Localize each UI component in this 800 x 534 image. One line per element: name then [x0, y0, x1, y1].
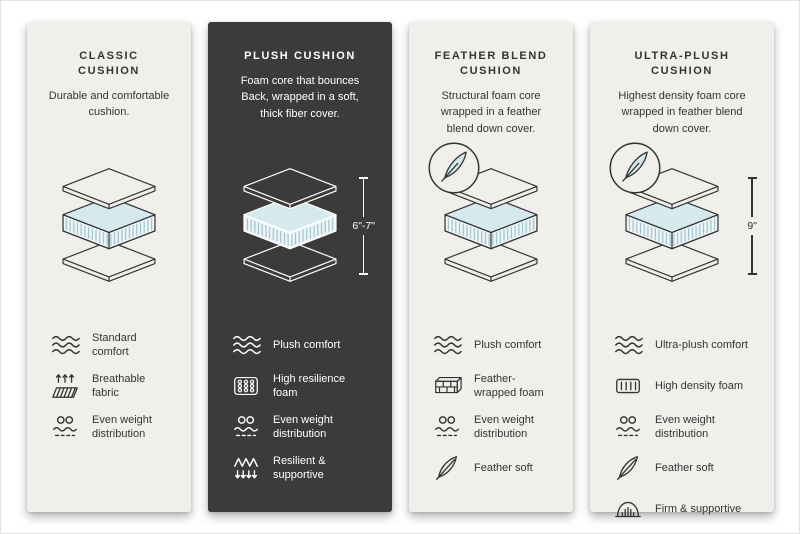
measure-tick-top: [747, 177, 757, 179]
breathable-fabric-icon: [50, 371, 80, 401]
feature-item: Even weight distribution: [231, 412, 373, 442]
feature-item: Plush comfort: [231, 330, 373, 360]
foam-bricks-icon: [432, 371, 462, 401]
measure-tick-top: [359, 177, 369, 179]
feature-item: Resilient & supportive: [231, 453, 373, 483]
feature-label: Breathable fabric: [92, 372, 146, 399]
feature-label: Feather-wrapped foam: [474, 372, 544, 399]
feature-list: Ultra-plush comfort High density foam Ev…: [609, 330, 755, 524]
card-header: PLUSH CUSHION Foam core that bounces Bac…: [227, 46, 373, 138]
cushion-layers-icon: [46, 167, 172, 286]
feature-label: Even weight distribution: [474, 413, 534, 440]
feature-label: Even weight distribution: [273, 413, 333, 440]
feature-item: Even weight distribution: [432, 412, 554, 442]
even-weight-icon: [50, 412, 80, 442]
feature-label: High density foam: [655, 379, 744, 392]
feature-label: Even weight distribution: [92, 413, 152, 440]
card-title: PLUSH CUSHION: [244, 50, 356, 62]
card-plush-cushion: PLUSH CUSHION Foam core that bounces Bac…: [208, 22, 392, 512]
waves-icon: [613, 330, 643, 360]
even-weight-icon: [613, 412, 643, 442]
measure-label: 9": [747, 220, 757, 232]
card-description: Highest density foam core wrapped in fea…: [618, 89, 746, 135]
feather-badge-icon: [607, 140, 663, 196]
feature-label: Ultra-plush comfort: [655, 338, 748, 351]
card-header: CLASSIC CUSHION Durable and comfortable …: [46, 46, 172, 138]
feature-list: Plush comfort High resilience foam Even …: [227, 330, 373, 483]
cushion-illustration: 6"-7": [227, 142, 375, 310]
even-weight-icon: [432, 412, 462, 442]
measure-line: [362, 179, 365, 217]
feature-item: Standard comfort: [50, 330, 172, 360]
feature-item: Plush comfort: [432, 330, 554, 360]
feature-item: Breathable fabric: [50, 371, 172, 401]
feather-icon: [613, 453, 643, 483]
feather-icon: [432, 453, 462, 483]
feature-label: Firm & supportive: [655, 502, 742, 515]
card-description: Structural foam core wrapped in a feathe…: [440, 89, 542, 135]
waves-icon: [231, 330, 261, 360]
feature-item: High density foam: [613, 371, 755, 401]
card-description: Foam core that bounces Back, wrapped in …: [240, 74, 360, 120]
measure-line: [362, 235, 365, 273]
feature-label: Feather soft: [655, 461, 714, 474]
card-title: FEATHER BLEND CUSHION: [434, 50, 548, 77]
cushion-layers-icon: [227, 167, 353, 286]
feature-item: Firm & supportive: [613, 494, 755, 524]
feature-label: Resilient & supportive: [273, 454, 326, 481]
card-title: ULTRA-PLUSH CUSHION: [634, 50, 730, 77]
feature-label: Plush comfort: [474, 338, 542, 351]
card-title: CLASSIC CUSHION: [78, 50, 140, 77]
feature-item: Ultra-plush comfort: [613, 330, 755, 360]
card-ultra-plush-cushion: ULTRA-PLUSH CUSHION Highest density foam…: [590, 22, 774, 512]
density-foam-icon: [613, 371, 643, 401]
waves-icon: [432, 330, 462, 360]
feature-list: Plush comfort Feather-wrapped foam Even …: [428, 330, 554, 483]
feature-item: Even weight distribution: [50, 412, 172, 442]
cushion-illustration: [428, 142, 554, 310]
height-measurement: 9": [747, 177, 757, 275]
card-header: ULTRA-PLUSH CUSHION Highest density foam…: [609, 46, 755, 138]
measure-line: [751, 179, 753, 217]
card-feather-blend-cushion: FEATHER BLEND CUSHION Structural foam co…: [409, 22, 573, 512]
feature-item: Feather soft: [432, 453, 554, 483]
feature-label: Even weight distribution: [655, 413, 715, 440]
measure-tick-bottom: [359, 273, 369, 275]
feature-label: Feather soft: [474, 461, 533, 474]
card-classic-cushion: CLASSIC CUSHION Durable and comfortable …: [27, 22, 191, 512]
even-weight-icon: [231, 412, 261, 442]
measure-tick-bottom: [747, 273, 757, 275]
feature-item: Feather-wrapped foam: [432, 371, 554, 401]
feature-item: Feather soft: [613, 453, 755, 483]
firm-support-icon: [613, 494, 643, 524]
card-header: FEATHER BLEND CUSHION Structural foam co…: [428, 46, 554, 138]
cushion-illustration: 9": [607, 140, 757, 310]
card-description: Durable and comfortable cushion.: [48, 89, 170, 119]
feather-badge-icon: [426, 140, 482, 196]
resilience-foam-icon: [231, 371, 261, 401]
measure-label: 6"-7": [352, 220, 375, 232]
measure-line: [751, 235, 753, 273]
cushion-illustration: [46, 142, 172, 310]
feature-item: Even weight distribution: [613, 412, 755, 442]
feature-item: High resilience foam: [231, 371, 373, 401]
spring-support-icon: [231, 453, 261, 483]
feature-label: Standard comfort: [92, 331, 137, 358]
feature-label: High resilience foam: [273, 372, 346, 399]
feature-list: Standard comfort Breathable fabric Even …: [46, 330, 172, 442]
height-measurement: 6"-7": [352, 177, 375, 275]
feature-label: Plush comfort: [273, 338, 341, 351]
waves-icon: [50, 330, 80, 360]
